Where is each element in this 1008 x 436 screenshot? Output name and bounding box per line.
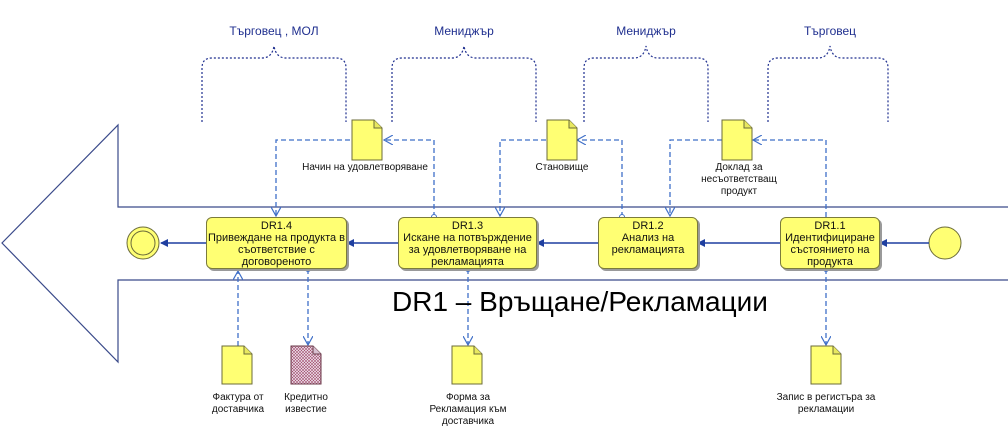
assoc-report-dr1-2 bbox=[670, 139, 722, 215]
assoc-method-dr1-4 bbox=[276, 139, 350, 215]
assoc-opinion-dr1-3 bbox=[500, 139, 546, 215]
assoc-dr1-3-method bbox=[385, 140, 434, 217]
end-event bbox=[126, 226, 160, 260]
assoc-dr1-2-opinion bbox=[578, 140, 622, 217]
document-icon-claim-form bbox=[451, 345, 483, 385]
role-label-2: Мениджър bbox=[434, 24, 494, 38]
role-label-1: Търговец , МОЛ bbox=[229, 24, 319, 38]
task-label: Привеждане на продукта в съответствие с … bbox=[207, 232, 345, 268]
document-icon-report bbox=[721, 119, 753, 161]
task-dr1-3[interactable]: DR1.3 Искане на потвърждение за удовлетв… bbox=[398, 217, 537, 269]
task-id: DR1.1 bbox=[814, 220, 846, 232]
doc-label-opinion: Становище bbox=[535, 162, 589, 173]
doc-label-invoice: Фактура от доставчика bbox=[211, 392, 265, 415]
task-dr1-4[interactable]: DR1.4 Привеждане на продукта в съответст… bbox=[206, 217, 347, 269]
assoc-dr1-1-report bbox=[754, 140, 827, 217]
task-label: Идентифициране състоянието на продукта bbox=[785, 232, 875, 268]
doc-label-claim-form: Форма за Рекламация към доставчика bbox=[429, 392, 507, 427]
role-brace-3 bbox=[583, 45, 709, 122]
document-icon-register-record bbox=[810, 345, 842, 385]
task-dr1-2[interactable]: DR1.2 Анализ на рекламацията bbox=[598, 217, 698, 269]
role-brace-2 bbox=[391, 45, 537, 122]
doc-label-report: Доклад за несъответстващ продукт bbox=[701, 162, 777, 197]
document-icon-credit-note bbox=[290, 345, 322, 385]
role-label-4: Търговец bbox=[803, 24, 857, 38]
task-id: DR1.3 bbox=[451, 220, 484, 232]
role-brace-4 bbox=[767, 45, 889, 122]
doc-label-method: Начин на удовлетворяване bbox=[302, 162, 428, 173]
task-id: DR1.2 bbox=[632, 220, 664, 232]
start-event bbox=[928, 226, 962, 260]
process-arrow-outline bbox=[1, 123, 1008, 364]
task-label: Искане на потвърждение за удовлетворяван… bbox=[403, 232, 532, 268]
document-icon-invoice bbox=[221, 345, 253, 385]
document-icon-opinion bbox=[546, 119, 578, 161]
task-label: Анализ на рекламацията bbox=[611, 232, 685, 256]
document-icon-method bbox=[351, 119, 383, 161]
diagram-title: DR1 – Връщане/Рекламации bbox=[392, 286, 768, 317]
role-label-3: Мениджър bbox=[616, 24, 676, 38]
doc-label-register-record: Запис в регистъра за рекламации bbox=[776, 392, 876, 415]
role-brace-1 bbox=[201, 45, 347, 122]
task-dr1-1[interactable]: DR1.1 Идентифициране състоянието на прод… bbox=[780, 217, 880, 269]
doc-label-credit-note: Кредитно известие bbox=[284, 392, 328, 415]
task-id: DR1.4 bbox=[260, 220, 293, 232]
